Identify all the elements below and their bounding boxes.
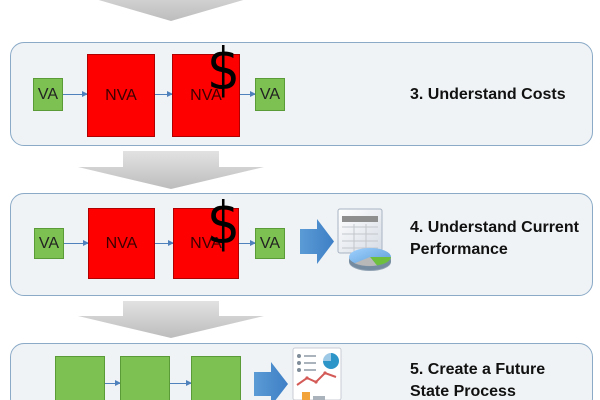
- value-added-box: VA: [255, 78, 285, 111]
- flow-arrow: [64, 240, 89, 246]
- transition-arrow-middle-icon: [78, 151, 264, 189]
- dollar-sign-icon: $: [206, 189, 241, 257]
- step-5-title-line-1: 5. Create a Future: [410, 361, 546, 378]
- dashboard-report-icon: [292, 347, 342, 400]
- future-state-box: [120, 356, 170, 400]
- transition-arrow-top-icon: [98, 0, 244, 21]
- flow-arrow: [155, 91, 173, 97]
- flow-arrow: [170, 380, 192, 386]
- step-4-title: 4. Understand Current Performance: [410, 217, 595, 261]
- non-value-added-box: NVA: [88, 208, 155, 279]
- non-value-added-box: NVA: [172, 54, 240, 137]
- flow-arrow: [155, 240, 174, 246]
- non-value-added-box: NVA: [87, 54, 155, 137]
- step-5-title-line-2: State Process: [410, 383, 516, 400]
- future-state-box: [55, 356, 105, 400]
- value-added-box: VA: [33, 78, 63, 111]
- action-arrow-icon: [300, 219, 334, 264]
- value-added-box: VA: [34, 228, 64, 259]
- flow-arrow: [63, 91, 88, 97]
- step-5-title: 5. Create a Future State Process: [410, 359, 595, 400]
- flow-arrow: [239, 240, 256, 246]
- spreadsheet-with-pie-chart-icon: [337, 208, 392, 271]
- step-4-title-line-1: 4. Understand Current: [410, 219, 579, 236]
- step-3-title: 3. Understand Costs: [410, 86, 566, 103]
- action-arrow-icon: [254, 362, 288, 400]
- non-value-added-box: NVA: [173, 208, 239, 279]
- transition-arrow-bottom-icon: [78, 301, 264, 338]
- step-4-title-line-2: Performance: [410, 241, 508, 258]
- dollar-sign-icon: $: [206, 35, 241, 103]
- value-added-box: VA: [255, 228, 285, 259]
- flow-arrow: [240, 91, 256, 97]
- future-state-box: [191, 356, 241, 400]
- flow-arrow: [105, 380, 121, 386]
